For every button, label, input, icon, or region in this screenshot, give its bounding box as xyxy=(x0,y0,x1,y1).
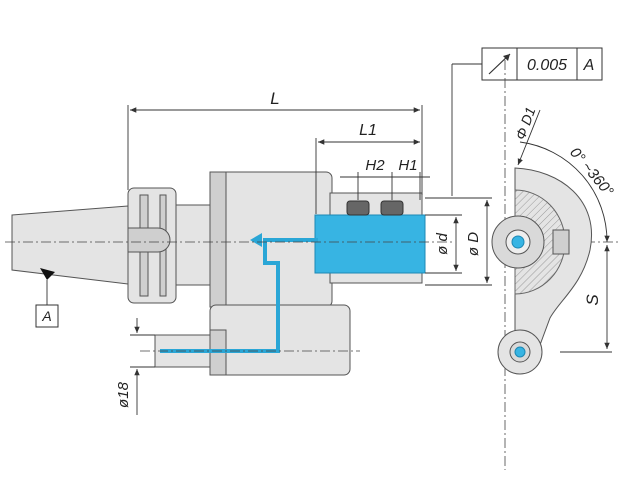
angle-arc xyxy=(519,141,610,243)
label-l1: L1 xyxy=(359,122,377,139)
label-18: ø18 xyxy=(115,381,132,408)
drive-key xyxy=(127,227,171,253)
tolerance-value: 0.005 xyxy=(527,57,567,74)
dimensions: L L1 H2 H1 ø d ø D ø18 xyxy=(115,63,492,415)
front-side-key xyxy=(552,229,570,255)
tolerance-datum: A xyxy=(583,57,595,74)
label-h2: H2 xyxy=(365,157,385,174)
side-view: A xyxy=(5,171,455,376)
front-view: 0° ~360° Φ D1 S xyxy=(491,60,620,470)
front-inlet-coolant xyxy=(514,346,526,358)
bore-sleeve xyxy=(314,214,426,274)
coolant-channel xyxy=(160,238,318,353)
coolant-tip xyxy=(250,233,262,247)
tolerance-frame: 0.005 A xyxy=(481,47,603,81)
label-l: L xyxy=(270,89,279,108)
datum-triangle xyxy=(40,268,55,280)
taper-shank xyxy=(11,205,129,285)
screw-h2 xyxy=(346,200,370,216)
front-bore-coolant xyxy=(511,235,525,249)
label-d: ø d xyxy=(434,233,451,255)
screw-h1 xyxy=(380,200,404,216)
datum-label: A xyxy=(41,308,51,324)
runout-arrow-icon xyxy=(488,53,511,75)
label-h1: H1 xyxy=(398,157,417,174)
body-chamfer xyxy=(209,171,227,308)
label-s: S xyxy=(583,294,602,306)
neck xyxy=(175,204,211,286)
datum-box xyxy=(35,304,59,328)
label-big-d: ø D xyxy=(465,232,482,256)
